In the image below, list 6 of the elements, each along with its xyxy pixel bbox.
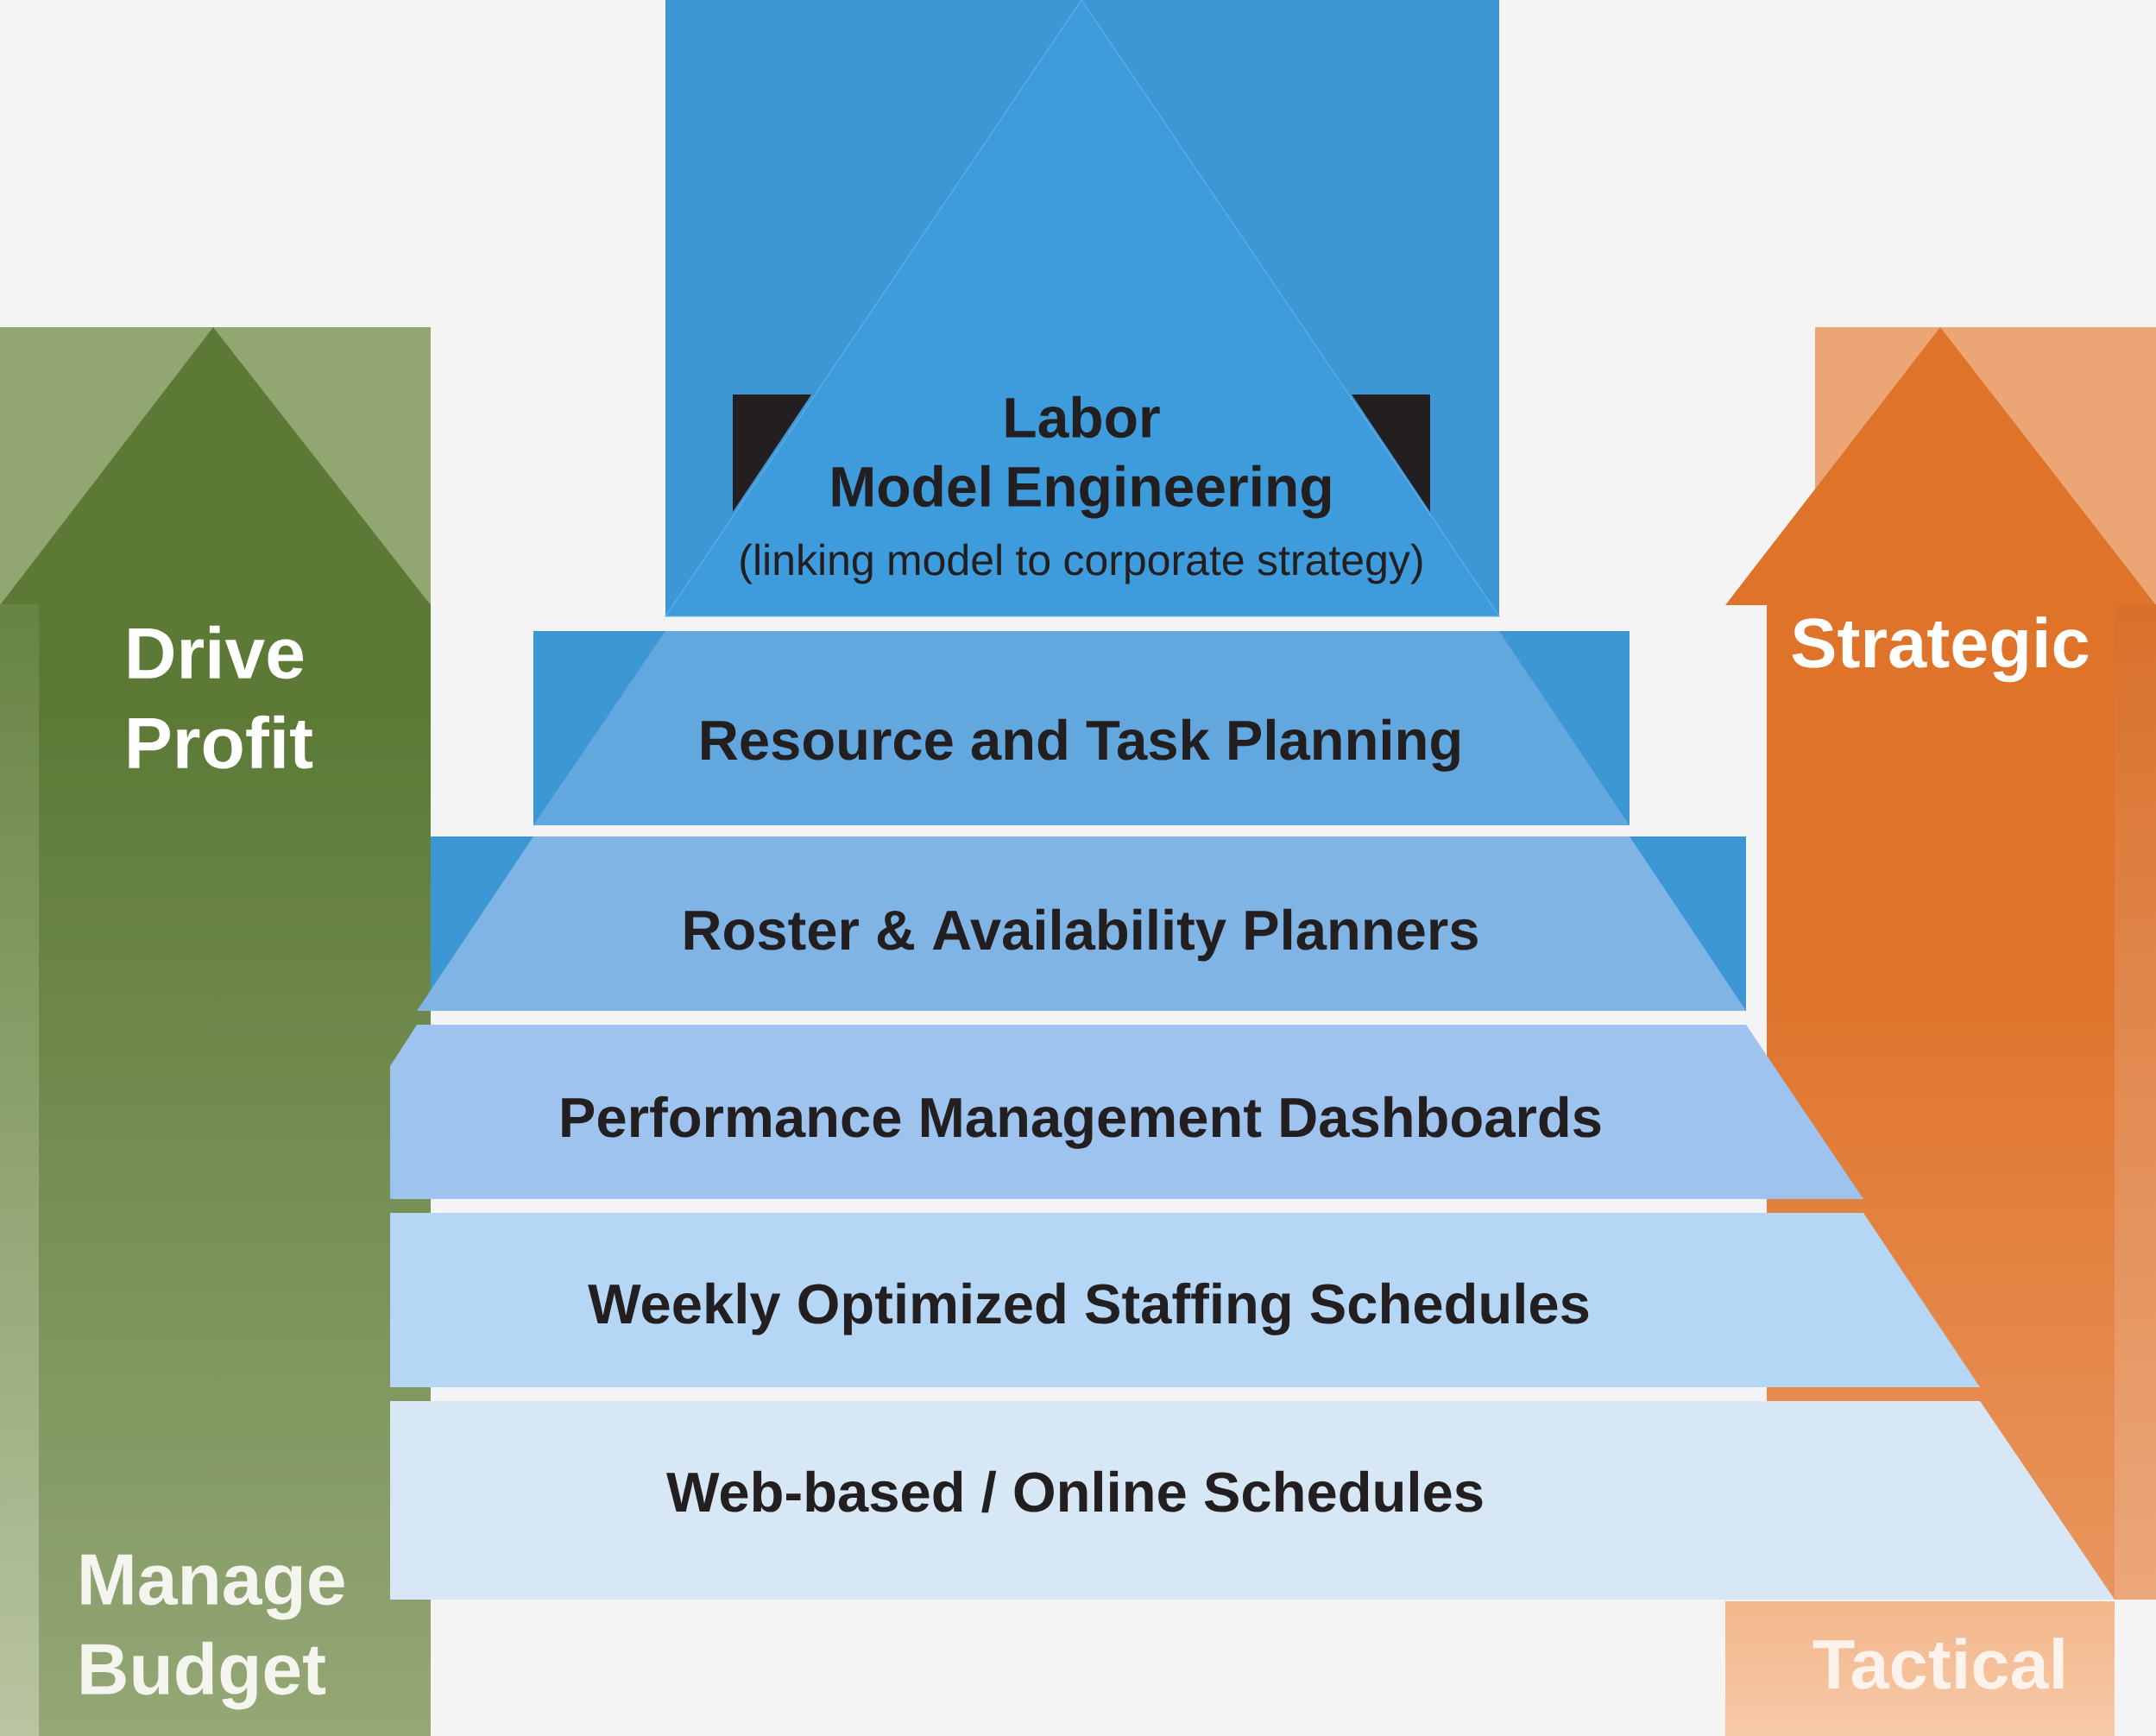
- pyramid-tier: Performance Management Dashboards: [390, 1025, 1863, 1199]
- pyramid-tier: Roster & Availability Planners: [417, 836, 1746, 1011]
- pyramid-tier: Weekly Optimized Staffing Schedules: [390, 1213, 1980, 1387]
- pyramid-tier: Web-based / Online Schedules: [390, 1401, 2115, 1600]
- node-label: Tactical: [1812, 1638, 2064, 1689]
- pyramid-tier: Resource and Task Planning: [533, 631, 1630, 825]
